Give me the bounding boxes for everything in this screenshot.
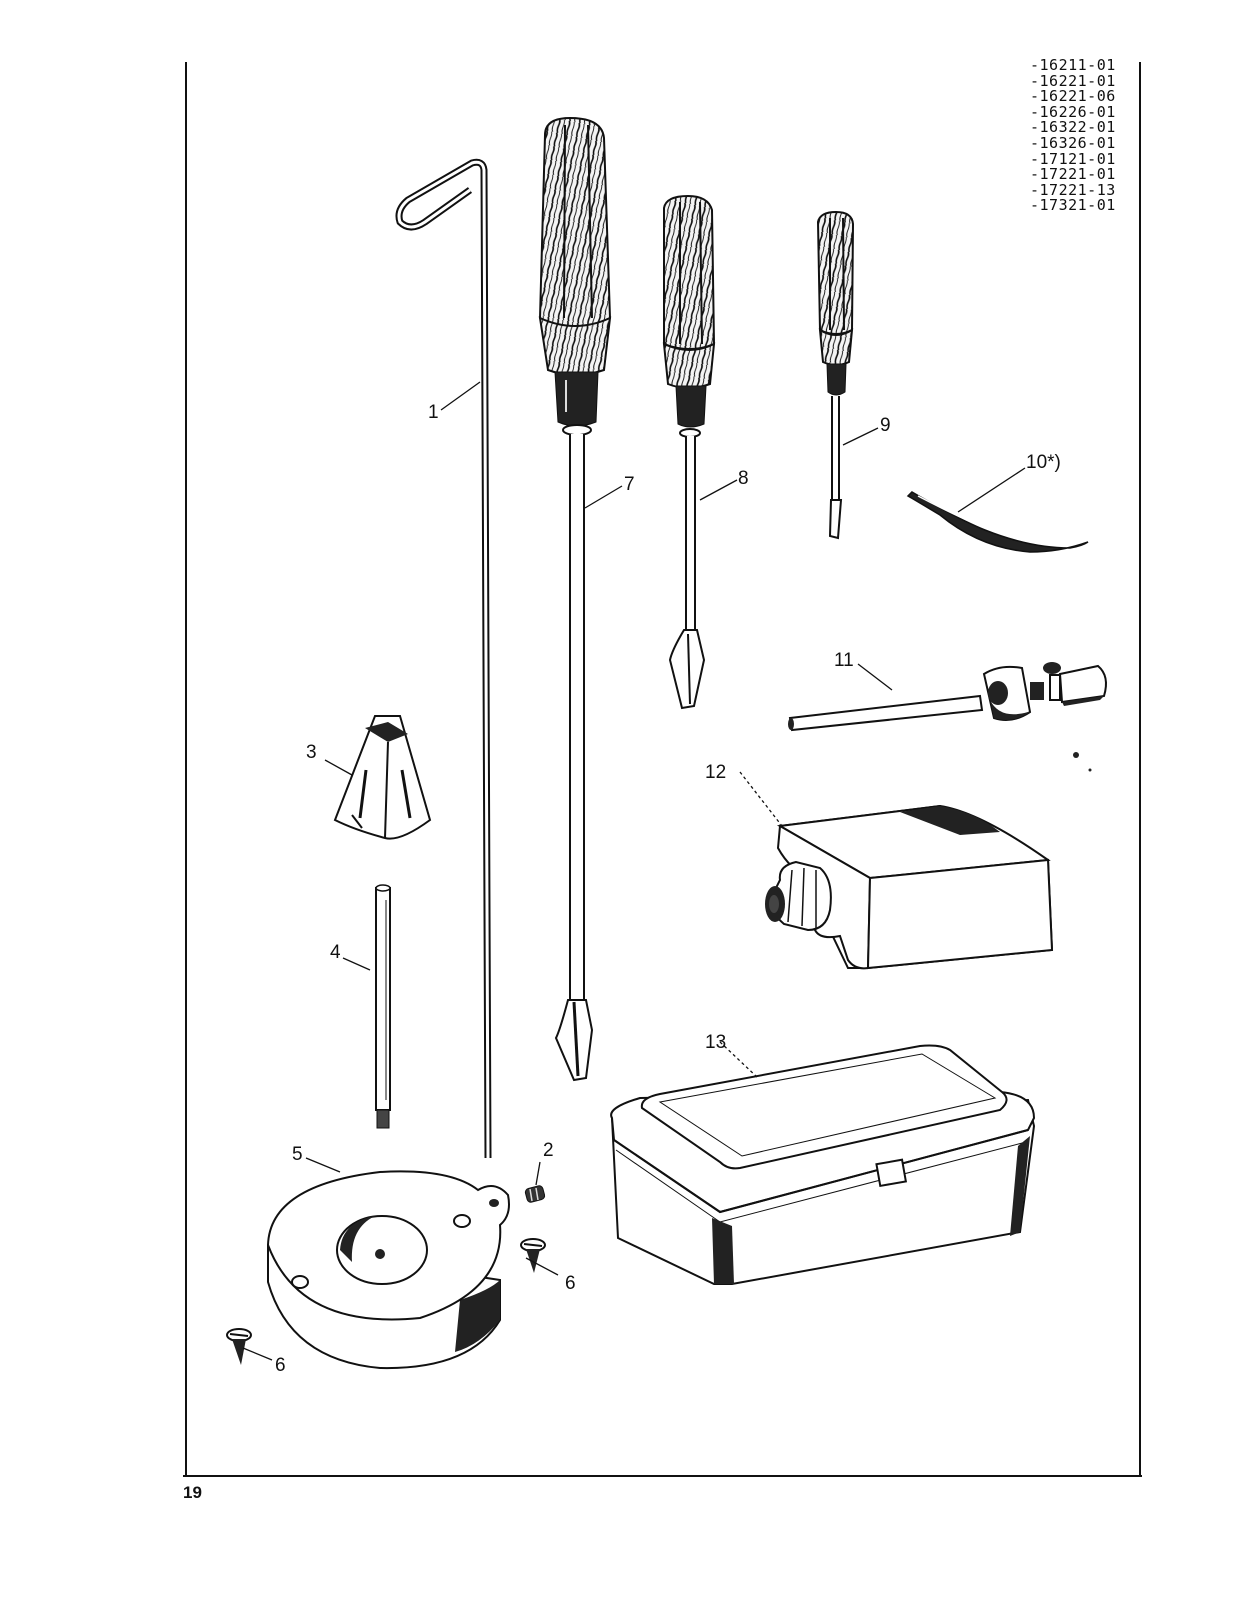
- part-code: -16221-06: [1030, 87, 1116, 106]
- part-6-screw-b: [226, 1328, 252, 1365]
- part-code: -16322-01: [1030, 118, 1116, 137]
- callout-6b: 6: [275, 1355, 286, 1376]
- part-3-spool-cap: [333, 715, 432, 840]
- part-1-hooked-wire: [395, 158, 492, 1159]
- part-10-curved-blade: [906, 491, 1089, 553]
- part-code: -17121-01: [1030, 149, 1116, 168]
- part-code-list: -16211-01 -16221-01 -16221-06 -16226-01 …: [1030, 56, 1140, 215]
- part-13-accessory-box: [610, 1044, 1036, 1285]
- part-8-medium-screwdriver: [662, 194, 716, 710]
- part-2-set-screw: [524, 1185, 546, 1203]
- part-6-screw-a: [520, 1238, 546, 1273]
- callout-9: 9: [880, 415, 891, 436]
- part-5-base-plate: [266, 1170, 510, 1370]
- callout-4: 4: [330, 942, 341, 963]
- page-frame: [183, 62, 1142, 1477]
- part-12-oil-bottle: [765, 804, 1054, 970]
- callout-10: 10*): [1026, 452, 1061, 473]
- part-code: -16226-01: [1030, 102, 1116, 121]
- part-code: -16211-01: [1030, 56, 1116, 74]
- page-number: 19: [183, 1483, 202, 1502]
- part-4-spool-pin: [375, 884, 391, 1129]
- part-code: -17221-01: [1030, 165, 1116, 184]
- callout-8: 8: [738, 468, 749, 489]
- callout-7: 7: [624, 474, 635, 495]
- part-code: -17321-01: [1030, 196, 1116, 215]
- callout-labels: 1 2 3 4 5 6 6 7 8 9 10*) 11 12 13: [275, 402, 1061, 1376]
- part-11-oiler-nozzle: [788, 662, 1107, 772]
- part-code: -16221-01: [1030, 71, 1116, 90]
- callout-5: 5: [292, 1144, 303, 1165]
- callout-13: 13: [705, 1032, 726, 1053]
- callout-2: 2: [543, 1140, 554, 1161]
- part-9-small-screwdriver: [816, 210, 855, 540]
- callout-1: 1: [428, 402, 439, 423]
- callout-3: 3: [306, 742, 317, 763]
- part-7-large-screwdriver: [538, 116, 612, 1082]
- callout-11: 11: [834, 650, 854, 671]
- part-code: -16326-01: [1030, 133, 1116, 152]
- part-code: -17221-13: [1030, 180, 1116, 199]
- leader-lines: [242, 381, 1026, 1361]
- callout-12: 12: [705, 762, 726, 783]
- callout-6a: 6: [565, 1273, 576, 1294]
